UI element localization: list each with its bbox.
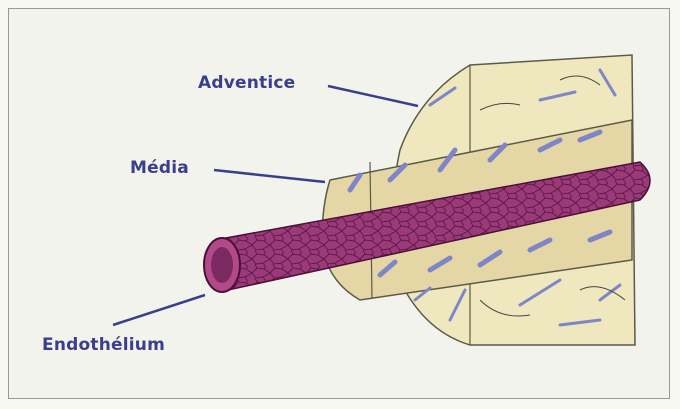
label-media: Média (130, 158, 189, 178)
label-adventice: Adventice (198, 73, 295, 93)
leader-line-endothelium (113, 295, 205, 325)
label-endothelium: Endothélium (42, 335, 165, 355)
leader-line-adventice (328, 86, 418, 106)
leader-line-media (214, 170, 325, 182)
